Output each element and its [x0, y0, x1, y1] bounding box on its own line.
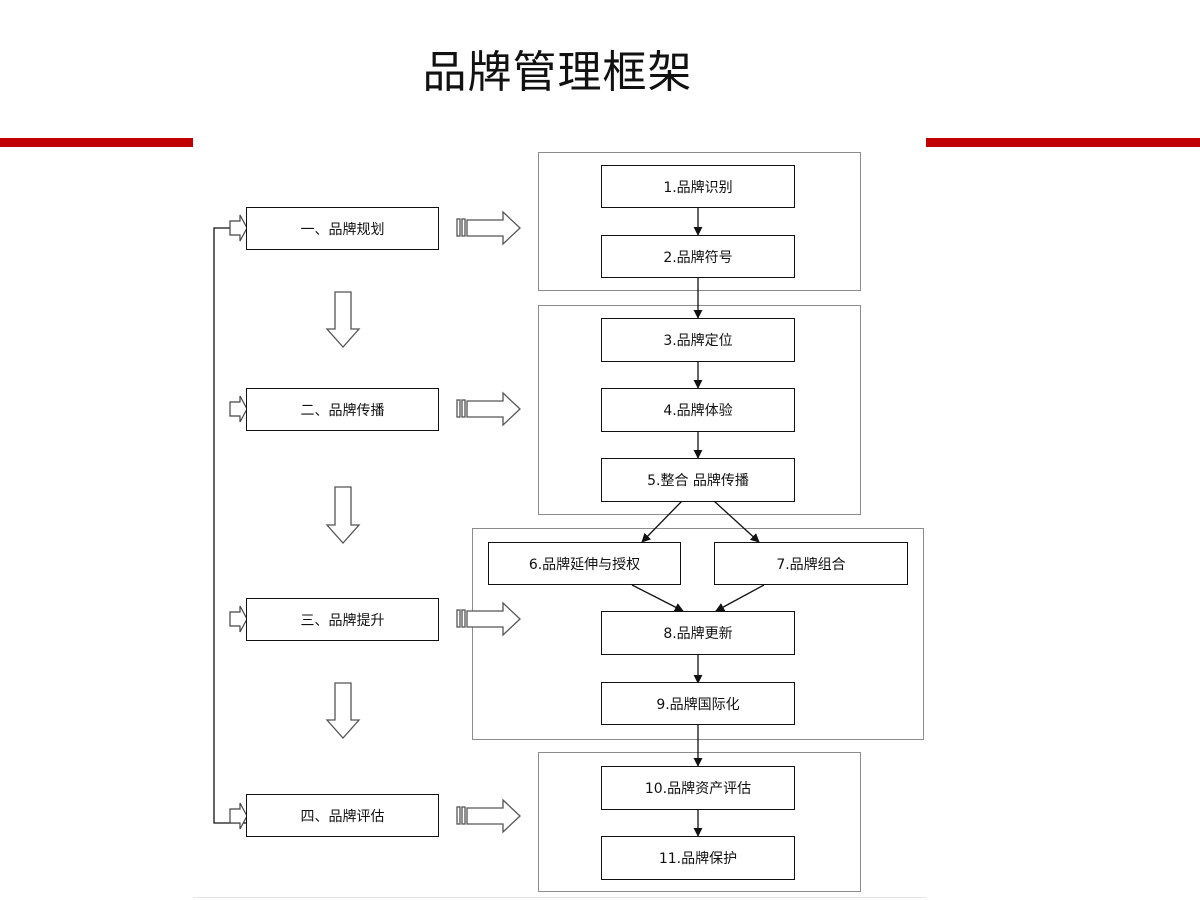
- phase-down-arrow-icon-2: [325, 486, 361, 544]
- phase-box-evaluation: 四、品牌评估: [246, 794, 439, 837]
- step-box-2: 2.品牌符号: [601, 235, 795, 278]
- phase-down-arrow-icon-3: [325, 682, 361, 739]
- step-box-7: 7.品牌组合: [714, 542, 908, 585]
- loop-arrow-icon-4: [229, 802, 248, 830]
- step-box-10: 10.品牌资产评估: [601, 766, 795, 810]
- loop-arrow-icon-1: [229, 214, 248, 242]
- step-box-4: 4.品牌体验: [601, 388, 795, 432]
- feedback-loop-line: [213, 227, 246, 824]
- accent-bar-left: [0, 138, 193, 147]
- step-box-9: 9.品牌国际化: [601, 682, 795, 725]
- phase-box-planning: 一、品牌规划: [246, 207, 439, 250]
- accent-bar-right: [926, 138, 1200, 147]
- phase-right-arrow-icon-2: [456, 391, 521, 427]
- step-box-3: 3.品牌定位: [601, 318, 795, 362]
- step-box-8: 8.品牌更新: [601, 611, 795, 655]
- phase-right-arrow-icon-1: [456, 210, 521, 246]
- footer-divider: [193, 897, 926, 898]
- step-box-6: 6.品牌延伸与授权: [488, 542, 681, 585]
- phase-box-enhancement: 三、品牌提升: [246, 598, 439, 641]
- step-box-5: 5.整合 品牌传播: [601, 458, 795, 502]
- phase-down-arrow-icon-1: [325, 291, 361, 348]
- loop-arrow-icon-2: [229, 395, 248, 423]
- loop-arrow-icon-3: [229, 605, 248, 633]
- step-box-11: 11.品牌保护: [601, 836, 795, 880]
- phase-right-arrow-icon-4: [456, 798, 521, 834]
- step-box-1: 1.品牌识别: [601, 165, 795, 208]
- page-title: 品牌管理框架: [422, 47, 693, 98]
- phase-box-communication: 二、品牌传播: [246, 388, 439, 431]
